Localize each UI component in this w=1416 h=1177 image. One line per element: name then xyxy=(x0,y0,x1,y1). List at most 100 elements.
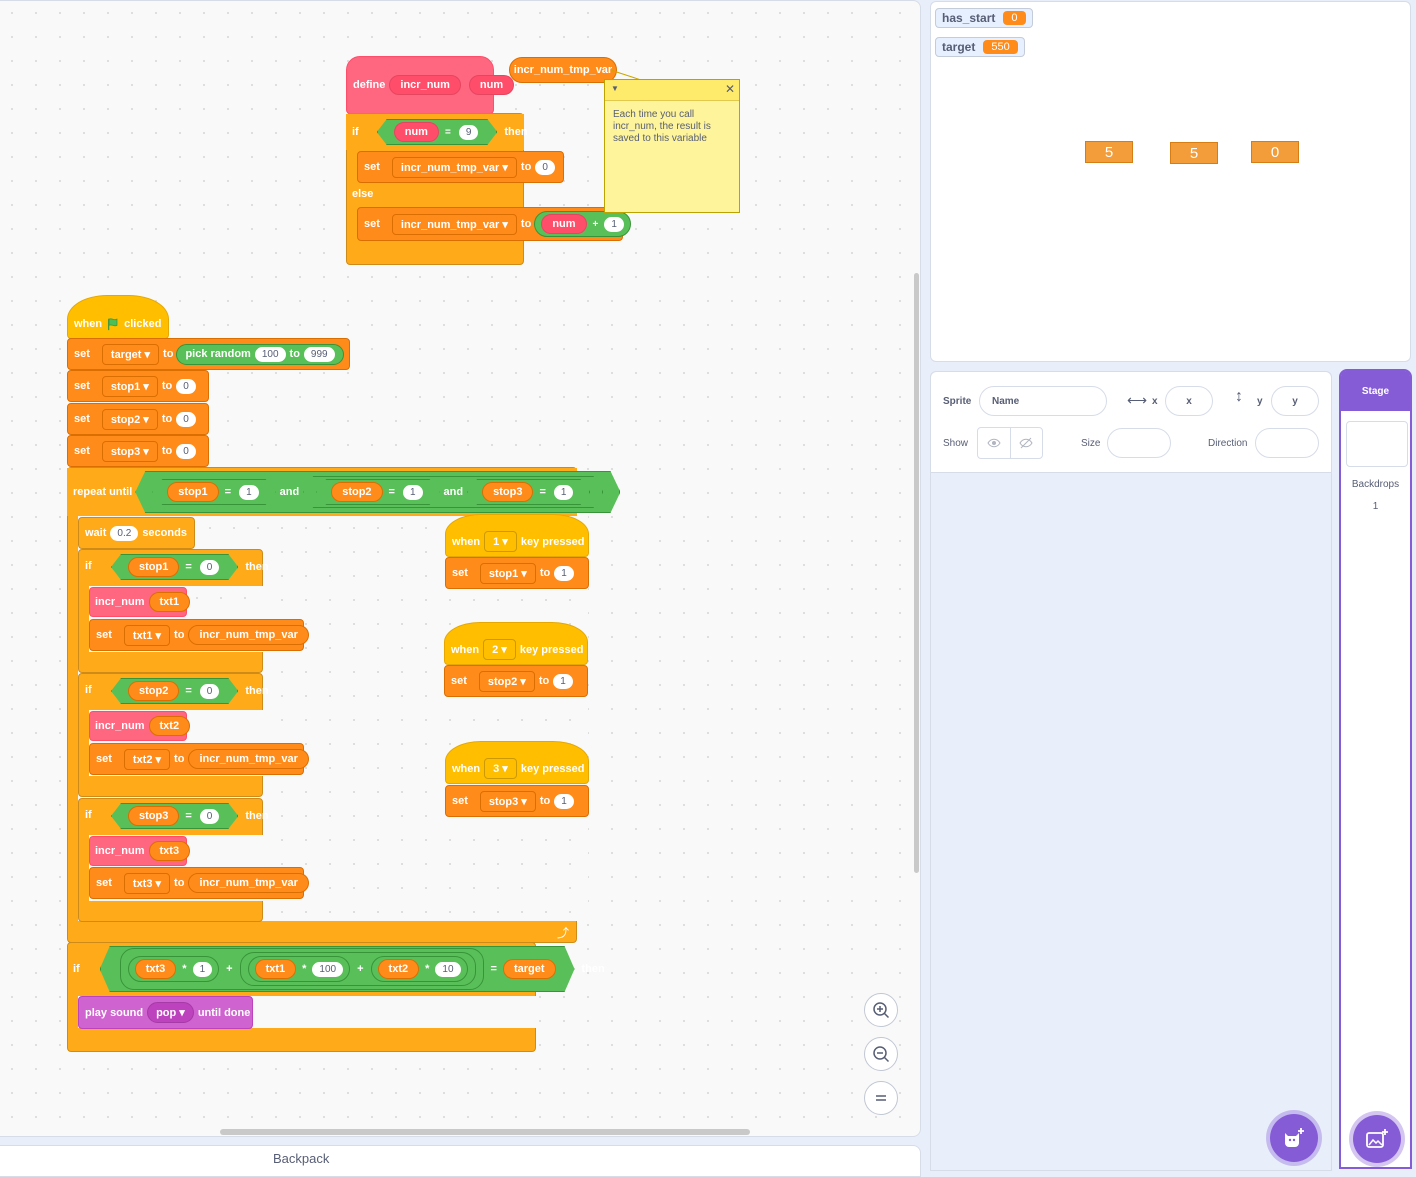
code-workspace[interactable]: define incr_num num incr_num_tmp_var if … xyxy=(0,0,921,1137)
def-if-header: if num = 9 then xyxy=(346,114,528,150)
backpack-panel[interactable]: Backpack xyxy=(0,1145,921,1177)
collapse-icon[interactable]: ▼ xyxy=(611,84,619,93)
var-dropdown[interactable]: incr_num_tmp_var ▾ xyxy=(391,213,517,235)
comment-note[interactable]: ▼ ✕ Each time you call incr_num, the res… xyxy=(604,79,740,213)
define-block[interactable]: define incr_num num xyxy=(346,56,515,114)
backdrop-thumbnail[interactable] xyxy=(1346,421,1408,467)
sound-dropdown[interactable]: pop ▾ xyxy=(147,1002,194,1023)
var-dropdown[interactable]: stop3 ▾ xyxy=(479,790,536,812)
key-dropdown[interactable]: 3 ▾ xyxy=(484,758,517,779)
backdrops-label: Backdrops xyxy=(1351,479,1400,490)
var-dropdown[interactable]: stop2 ▾ xyxy=(478,670,535,692)
sprite-info-bar: Sprite Name ⟷ x x ↕ y y Show Size Direct… xyxy=(931,372,1331,473)
eye-slash-icon xyxy=(1019,437,1033,449)
stop2-equals-0[interactable]: stop2=0 xyxy=(111,678,238,704)
show-label: Show xyxy=(943,438,969,449)
if-stop3-cond-row: stop3=0 then xyxy=(108,802,273,830)
var-dropdown[interactable]: incr_num_tmp_var ▾ xyxy=(391,156,517,178)
def-set-tmp-zero[interactable]: set incr_num_tmp_var ▾ to 0 xyxy=(357,151,564,183)
stop1-equals-0[interactable]: stop1=0 xyxy=(111,554,238,580)
vertical-scrollbar[interactable] xyxy=(914,273,919,873)
when-flag-clicked-hat[interactable]: when clicked xyxy=(67,295,169,339)
sprite-name-input[interactable]: Name xyxy=(979,386,1107,416)
condition-num-equals[interactable]: num = 9 xyxy=(377,119,498,145)
direction-label: Direction xyxy=(1208,438,1248,449)
stop3-dropdown[interactable]: stop3 ▾ xyxy=(101,440,158,462)
txt3-dropdown[interactable]: txt3 ▾ xyxy=(123,872,171,894)
y-arrows-icon: ↕ xyxy=(1235,388,1243,405)
x-input[interactable]: x xyxy=(1165,386,1213,416)
stop3-equals-0[interactable]: stop3=0 xyxy=(111,803,238,829)
x-label: x xyxy=(1152,396,1158,407)
txt2-dropdown[interactable]: txt2 ▾ xyxy=(123,748,171,770)
zoom-out-icon xyxy=(873,1046,890,1063)
pick-random-operator[interactable]: pick random 100 to 999 xyxy=(176,343,344,365)
cat-plus-icon xyxy=(1285,1128,1304,1147)
choose-backdrop-button[interactable] xyxy=(1353,1115,1401,1163)
choose-sprite-button[interactable] xyxy=(1270,1114,1318,1162)
zoom-in-button[interactable] xyxy=(864,993,898,1027)
if-stop1-cond-row: stop1=0 then xyxy=(108,553,273,581)
digit-sprite-3[interactable]: 0 xyxy=(1251,141,1299,163)
key-dropdown[interactable]: 1 ▾ xyxy=(484,531,517,552)
visibility-toggle xyxy=(977,427,1043,459)
zoom-out-button[interactable] xyxy=(864,1037,898,1071)
digit-sprite-2[interactable]: 5 xyxy=(1170,142,1218,164)
incr-num-tmp-var-reporter[interactable]: incr_num_tmp_var xyxy=(509,57,617,83)
add-operator[interactable]: num + 1 xyxy=(534,211,631,237)
def-set-tmp-plus[interactable]: set incr_num_tmp_var ▾ to num + 1 xyxy=(357,207,631,241)
zoom-in-icon xyxy=(873,1002,890,1019)
set-target-block[interactable]: set target ▾ to pick random 100 to 999 xyxy=(67,338,350,370)
sum-equals-target[interactable]: txt3*1 + txt1*100 + txt2*10 = target xyxy=(100,946,575,992)
eye-icon xyxy=(987,438,1001,448)
var-dropdown[interactable]: stop1 ▾ xyxy=(479,562,536,584)
stop2-dropdown[interactable]: stop2 ▾ xyxy=(101,408,158,430)
stage-selector[interactable]: Stage Backdrops 1 xyxy=(1339,369,1412,1169)
backdrops-count: 1 xyxy=(1372,501,1379,512)
key-dropdown[interactable]: 2 ▾ xyxy=(483,639,516,660)
target-dropdown[interactable]: target ▾ xyxy=(101,343,160,365)
x-arrows-icon: ⟷ xyxy=(1127,392,1148,408)
size-input[interactable] xyxy=(1107,428,1171,458)
horizontal-scrollbar[interactable] xyxy=(220,1129,750,1135)
close-icon[interactable]: ✕ xyxy=(724,82,735,96)
equals-icon xyxy=(876,1095,886,1101)
sprite-label: Sprite xyxy=(943,396,972,407)
comment-text[interactable]: Each time you call incr_num, the result … xyxy=(613,109,711,144)
define-param[interactable]: num xyxy=(468,75,515,95)
play-sound-block[interactable]: play sound pop ▾ until done xyxy=(78,996,253,1029)
zoom-reset-button[interactable] xyxy=(864,1081,898,1115)
direction-input[interactable] xyxy=(1255,428,1319,458)
stop1-dropdown[interactable]: stop1 ▾ xyxy=(101,375,158,397)
comment-header[interactable]: ▼ ✕ xyxy=(605,80,739,101)
show-button[interactable] xyxy=(978,428,1011,458)
loop-arrow-icon: ⤴ xyxy=(557,926,570,940)
and-condition[interactable]: stop1=1 and stop2=1 and stop3=1 xyxy=(135,471,620,513)
sprite-info-panel: Sprite Name ⟷ x x ↕ y y Show Size Direct… xyxy=(930,371,1332,1171)
stage-selector-header: Stage xyxy=(1341,371,1410,411)
digit-sprite-1[interactable]: 5 xyxy=(1085,141,1133,163)
and-nested[interactable]: stop2=1 and stop3=1 xyxy=(303,476,603,508)
y-input[interactable]: y xyxy=(1271,386,1319,416)
hide-button[interactable] xyxy=(1011,428,1043,458)
txt1-dropdown[interactable]: txt1 ▾ xyxy=(123,624,171,646)
